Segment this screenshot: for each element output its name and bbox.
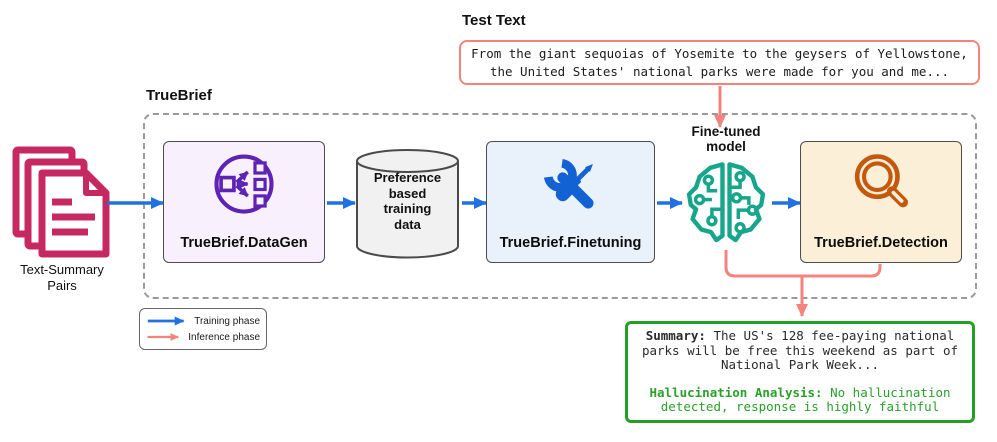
tools-icon [536,151,606,226]
output-box: Summary: The US's 128 fee-paying nationa… [625,321,975,423]
node-datagen: TrueBrief.DataGen [163,141,325,263]
document-stack-icon [12,146,110,258]
summary-line2: parks will be free this weekend as part … [641,342,959,358]
magnifier-icon [848,151,914,222]
pairs-label: Text-Summary Pairs [20,262,104,293]
legend: Training phase Inference phase [139,308,267,350]
truebrief-container [143,113,977,299]
brain-circuit-icon [686,162,766,243]
summary-label: Summary: [645,328,706,344]
detection-label: TrueBrief.Detection [814,235,948,251]
analysis-line1: Hallucination Analysis: No hallucination [649,384,951,400]
finetuning-label: TrueBrief.Finetuning [499,235,642,251]
fanout-network-icon [211,151,277,222]
summary-line3: National Park Week... [720,357,880,373]
test-text-line2: the United States' national parks were m… [489,63,950,79]
truebrief-title: TrueBrief [146,87,212,104]
test-text-line1: From the giant sequoias of Yosemite to t… [471,45,968,61]
legend-row-inference: Inference phase [146,331,260,343]
datagen-label: TrueBrief.DataGen [180,235,308,251]
training-data-label: Preference based training data [373,170,442,232]
training-phase-label: Training phase [194,315,260,327]
inference-phase-label: Inference phase [188,331,260,343]
node-detection: TrueBrief.Detection [800,141,962,263]
model-label: Fine-tuned model [691,124,761,154]
legend-row-training: Training phase [146,315,260,327]
test-text-title: Test Text [462,12,526,29]
analysis-line2: detected, response is highly faithful [660,399,940,415]
test-text-box: From the giant sequoias of Yosemite to t… [459,40,980,85]
training-arrow-icon [147,316,185,326]
node-finetuning: TrueBrief.Finetuning [486,141,655,263]
analysis-label: Hallucination Analysis: [649,384,823,400]
summary-line1: Summary: The US's 128 fee-paying nationa… [645,328,955,344]
training-data-cylinder [356,149,459,259]
inference-arrow-icon [147,333,179,341]
